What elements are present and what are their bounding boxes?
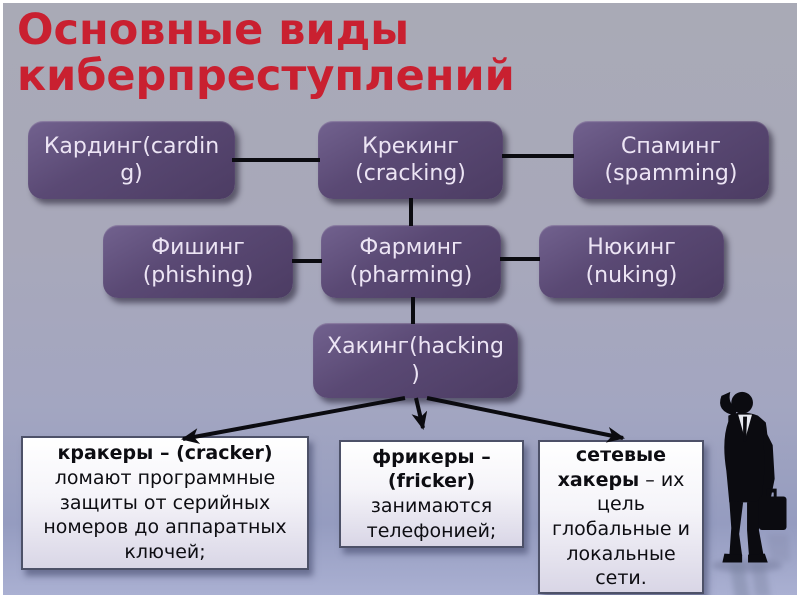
arrow-to-phreakers xyxy=(411,397,428,430)
callout-crackers: кракеры – (cracker) ломают программные з… xyxy=(21,436,309,570)
callout-crackers-text: кракеры – (cracker) ломают программные з… xyxy=(31,441,299,564)
node-phishing: Фишинг (phishing) xyxy=(103,225,293,298)
silhouette-reflection xyxy=(711,533,791,595)
silhouette-shirt xyxy=(738,414,752,442)
node-hacking-label: Хакинг(hacking) xyxy=(327,334,504,387)
callout-network-hackers-term: сетевые хакеры xyxy=(557,443,667,491)
callout-network-hackers-text: сетевые хакеры – их цель глобальные и ло… xyxy=(548,443,694,591)
silhouette-figure xyxy=(720,391,787,563)
callout-phreakers-desc: занимаются телефонией; xyxy=(366,495,497,542)
node-phishing-label: Фишинг (phishing) xyxy=(142,235,254,288)
node-cracking-label: Крекинг (cracking) xyxy=(355,133,466,187)
arrow-to-crackers xyxy=(181,396,406,444)
node-carding: Кардинг(carding) xyxy=(28,121,235,199)
callout-phreakers: фрикеры – (fricker) занимаются телефоние… xyxy=(339,440,524,548)
callout-network-hackers: сетевые хакеры – их цель глобальные и ло… xyxy=(538,440,704,594)
node-cracking: Крекинг (cracking) xyxy=(318,121,503,199)
callout-network-hackers-desc: – их цель глобальные и локальные сети. xyxy=(552,468,690,590)
businessman-silhouette xyxy=(711,391,791,595)
node-hacking: Хакинг(hacking) xyxy=(313,323,518,398)
callout-crackers-desc: ломают программные защиты от серийных но… xyxy=(43,466,287,564)
node-nuking: Нюкинг (nuking) xyxy=(539,225,724,298)
callout-phreakers-term: фрикеры – (fricker) xyxy=(372,445,491,493)
node-carding-label: Кардинг(carding) xyxy=(43,133,220,187)
node-pharming: Фарминг (pharming) xyxy=(321,225,501,298)
node-nuking-label: Нюкинг (nuking) xyxy=(585,235,678,288)
callout-phreakers-text: фрикеры – (fricker) занимаются телефоние… xyxy=(349,445,514,544)
node-pharming-label: Фарминг (pharming) xyxy=(349,235,473,288)
arrow-to-network-hackers xyxy=(426,396,625,443)
callout-crackers-term: кракеры – (cracker) xyxy=(57,442,273,465)
node-spamming: Спаминг (spamming) xyxy=(573,121,769,199)
slide-title: Основные виды киберпреступлений xyxy=(17,5,515,101)
node-spamming-label: Спаминг (spamming) xyxy=(604,133,738,187)
